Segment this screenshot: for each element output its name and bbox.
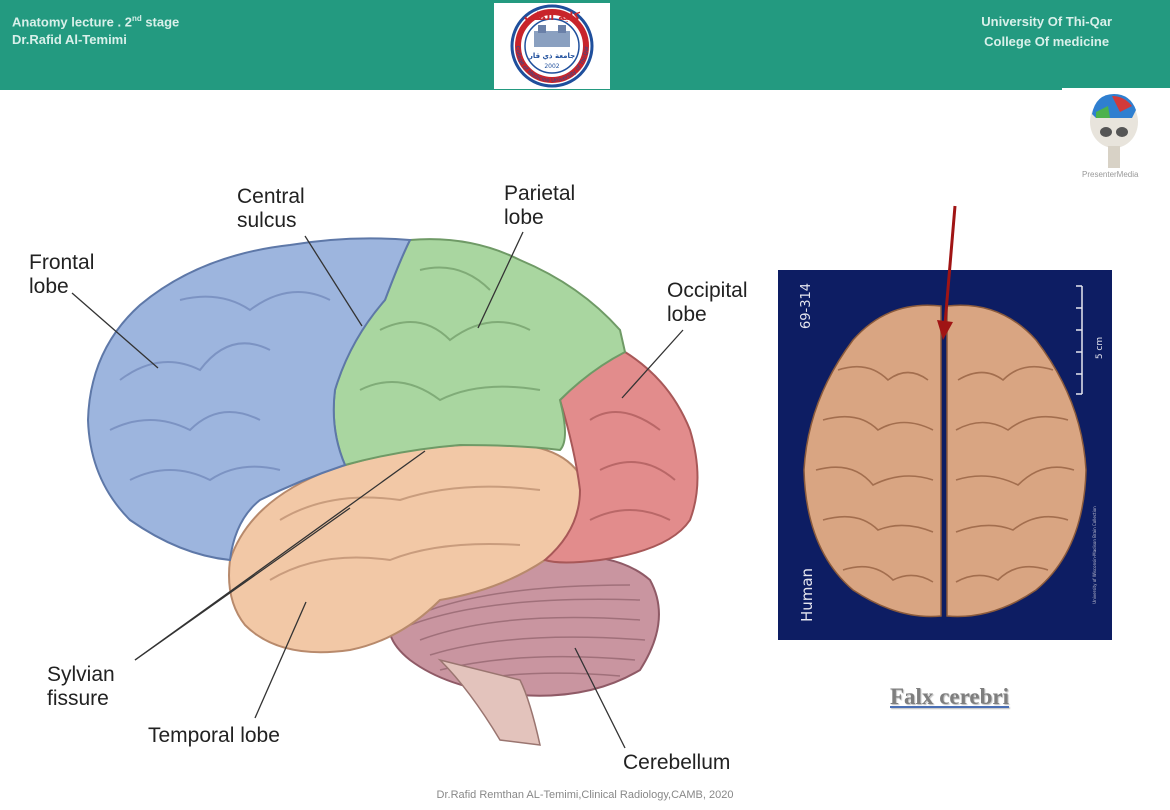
svg-text:جامعة ذي قار: جامعة ذي قار <box>528 52 575 60</box>
svg-text:69-314: 69-314 <box>799 283 814 329</box>
header-left-text: Anatomy lecture . 2nd stage Dr.Rafid Al-… <box>12 10 179 49</box>
label-parietal-lobe: Parietal lobe <box>504 182 576 229</box>
arrow-indicator-icon <box>937 205 957 340</box>
superior-brain-photo: 5 cm 69-314 Human University of Wisconsi… <box>778 270 1112 640</box>
footer-credit: Dr.Rafid Remthan AL-Temimi,Clinical Radi… <box>436 789 734 801</box>
university-line: University Of Thi-Qar <box>981 14 1112 29</box>
brain-lobes-diagram <box>71 231 699 749</box>
svg-text:Human: Human <box>798 568 816 622</box>
label-sylvian-fissure: Sylvian fissure <box>47 663 115 710</box>
college-logo: كلية الطب جامعة ذي قار 2002 College of M… <box>494 3 610 89</box>
presenter-media-logo: PresenterMedia <box>1062 88 1170 184</box>
falx-cerebri-caption: Falx cerebri <box>890 684 1009 709</box>
svg-text:University of Wisconsin-Madiso: University of Wisconsin-Madison Brain Co… <box>1092 506 1097 604</box>
left-hemisphere <box>803 304 942 618</box>
college-line: College Of medicine <box>984 34 1110 49</box>
label-occipital-lobe: Occipital lobe <box>667 279 748 326</box>
label-frontal-lobe: Frontal lobe <box>29 251 95 298</box>
brainstem <box>437 658 541 746</box>
right-hemisphere <box>946 304 1087 618</box>
label-central-sulcus: Central sulcus <box>237 185 305 232</box>
svg-text:2002: 2002 <box>544 63 559 70</box>
occipital-lobe-region <box>543 350 699 564</box>
label-temporal-lobe: Temporal lobe <box>148 724 280 747</box>
label-cerebellum: Cerebellum <box>623 751 731 774</box>
header-bar: Anatomy lecture . 2nd stage Dr.Rafid Al-… <box>0 0 1170 90</box>
header-right-text: University Of Thi-Qar College Of medicin… <box>981 12 1112 52</box>
svg-text:5 cm: 5 cm <box>1095 337 1105 359</box>
author-line: Dr.Rafid Al-Temimi <box>12 32 127 48</box>
presenter-media-text: PresenterMedia <box>1082 170 1139 179</box>
frontal-lobe-region <box>86 237 412 562</box>
svg-text:كلية الطب: كلية الطب <box>524 10 581 23</box>
lecture-line: Anatomy lecture . 2nd stage <box>12 14 180 30</box>
